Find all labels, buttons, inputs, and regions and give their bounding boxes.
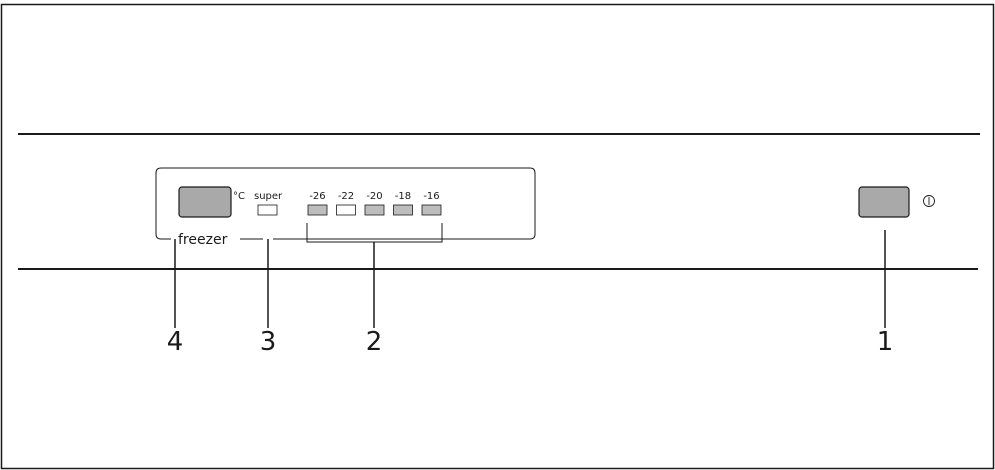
super-label: super	[254, 191, 283, 202]
super-indicator	[257, 204, 278, 216]
temperature-button[interactable]	[178, 186, 232, 218]
freezer-display-frame	[155, 167, 536, 240]
outer-frame	[0, 3, 995, 470]
temperature-label: -16	[423, 191, 439, 202]
temperature-indicator	[421, 204, 442, 216]
power-symbol-icon	[923, 195, 935, 207]
power-button[interactable]	[858, 186, 910, 218]
temperature-indicator	[393, 204, 413, 216]
temperature-label: -26	[309, 191, 325, 202]
temperature-label: -22	[338, 191, 354, 202]
callout-2: 2	[366, 327, 383, 357]
callout-3: 3	[260, 327, 277, 357]
temperature-indicator	[364, 204, 385, 216]
callout-4: 4	[167, 327, 184, 357]
celsius-unit-label: °C	[233, 191, 245, 202]
temperature-label: -20	[366, 191, 382, 202]
freezer-label: freezer	[178, 232, 228, 248]
callout-1: 1	[877, 327, 894, 357]
temperature-indicator-group: -26 -22 -20 -18 -16	[307, 191, 442, 216]
temperature-indicator	[336, 204, 356, 216]
temperature-indicator	[307, 204, 328, 216]
temperature-label: -18	[395, 191, 411, 202]
